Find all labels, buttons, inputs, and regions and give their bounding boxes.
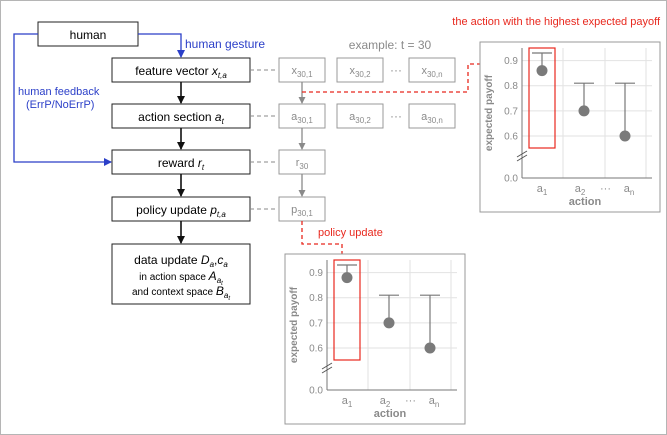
example-x-n: x30,n xyxy=(421,65,442,79)
human-feedback-sublabel: (ErrP/NoErrP) xyxy=(26,99,94,111)
example-a-2: a30,2 xyxy=(349,111,371,125)
policy-update-annotation: policy update xyxy=(318,227,383,239)
feature-vector-node: feature vector xt,a xyxy=(111,57,251,83)
x-tick-label: a2 xyxy=(575,183,586,197)
expected-payoff-chart-top: 0.0 0.6 0.7 0.8 0.9 expected payoff a1 a2 ··· an a… xyxy=(479,41,661,213)
chart-panel xyxy=(284,253,466,425)
y-tick-label: 0.7 xyxy=(504,106,518,117)
policy-update-connector xyxy=(301,221,343,268)
axis-break-mark xyxy=(516,154,528,162)
example-a-dots: ··· xyxy=(390,109,402,123)
example-a-row: a30,1 a30,2 ··· a30,n xyxy=(278,103,456,129)
axis-break-mark xyxy=(516,150,528,158)
chart-panel xyxy=(479,41,661,213)
y-axis-label: expected payoff xyxy=(289,286,300,363)
example-label: example: t = 30 xyxy=(349,38,432,52)
data-update-line3: and context space Bat xyxy=(132,284,230,302)
human-connectors xyxy=(13,33,185,166)
payoff-point xyxy=(619,130,631,142)
x-tick-label: a1 xyxy=(537,183,548,197)
y-tick-label: 0.6 xyxy=(309,344,323,355)
example-connectors xyxy=(250,69,278,210)
highest-payoff-highlight xyxy=(333,259,361,361)
example-policy: p30,1 xyxy=(278,196,326,222)
x-tick-label: a2 xyxy=(380,395,391,409)
example-a-n: a30,n xyxy=(421,111,443,125)
human-node: human xyxy=(37,21,139,47)
x-tick-dots: ··· xyxy=(600,183,611,195)
axis-break-mark xyxy=(321,362,333,370)
example-a-1: a30,1 xyxy=(291,111,313,125)
policy-update-node: policy update pt,a xyxy=(111,196,251,222)
y-tick-label: 0.7 xyxy=(309,318,323,329)
y-tick-label: 0.8 xyxy=(504,81,518,92)
payoff-point xyxy=(341,272,353,284)
x-tick-label: a1 xyxy=(342,395,353,409)
highest-payoff-annotation: the action with the highest expected pay… xyxy=(452,16,661,28)
y-tick-label: 0.0 xyxy=(504,174,518,185)
human-feedback-label: human feedback xyxy=(18,86,100,98)
example-x-dots: ··· xyxy=(390,63,402,77)
reward-node: reward rt xyxy=(111,149,251,175)
data-update-line2: in action space Aat xyxy=(139,269,223,287)
reward-label: reward rt xyxy=(158,156,205,172)
payoff-point xyxy=(536,65,548,77)
data-update-line1: data update Da,ca xyxy=(134,253,228,269)
payoff-point xyxy=(578,105,590,117)
action-selection-node: action section at xyxy=(111,103,251,129)
example-x-2: x30,2 xyxy=(349,65,371,79)
example-reward: r30 xyxy=(278,149,326,175)
y-tick-label: 0.9 xyxy=(309,268,323,279)
human-gesture-label: human gesture xyxy=(185,37,265,51)
y-tick-label: 0.9 xyxy=(504,56,518,67)
x-tick-label: an xyxy=(624,183,635,197)
policy-update-label: policy update pt,a xyxy=(136,203,226,219)
payoff-point xyxy=(383,317,395,329)
x-tick-label: an xyxy=(429,395,440,409)
highest-payoff-highlight xyxy=(528,47,556,149)
y-tick-label: 0.0 xyxy=(309,386,323,397)
human-label: human xyxy=(70,28,107,42)
example-r: r30 xyxy=(296,157,309,171)
y-tick-label: 0.6 xyxy=(504,132,518,143)
payoff-point xyxy=(424,342,436,354)
x-axis-label: action xyxy=(569,196,602,208)
y-tick-label: 0.8 xyxy=(309,293,323,304)
example-x-row: x30,1 x30,2 ··· x30,n xyxy=(278,57,456,83)
feature-vector-label: feature vector xt,a xyxy=(135,64,227,80)
axis-break-mark xyxy=(321,366,333,374)
x-axis-label: action xyxy=(374,408,407,420)
example-x-1: x30,1 xyxy=(291,65,313,79)
x-tick-dots: ··· xyxy=(405,395,416,407)
data-update-node: data update Da,ca in action space Aat an… xyxy=(111,243,251,305)
action-selection-label: action section at xyxy=(138,110,224,126)
expected-payoff-chart-bottom: 0.0 0.6 0.7 0.8 0.9 expected payoff a1 a2 ··· an a… xyxy=(284,253,466,425)
y-axis-label: expected payoff xyxy=(484,74,495,151)
example-p: p30,1 xyxy=(291,204,313,218)
